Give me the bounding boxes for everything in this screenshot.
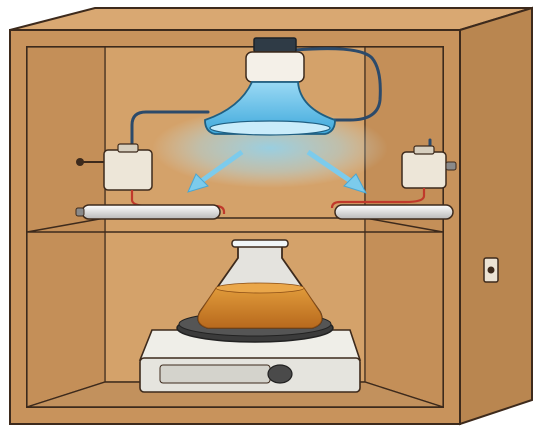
arrow-left: [187, 149, 244, 193]
interior-right-wall: [364, 46, 444, 408]
flask-rim: [231, 239, 289, 248]
arrow-right: [306, 149, 368, 194]
cable-right: [293, 47, 382, 122]
stirrer-knob[interactable]: [267, 364, 293, 384]
cabinet: [9, 6, 533, 426]
cabinet-top: [9, 7, 533, 31]
flask-liquid-surface: [215, 282, 305, 294]
heater-rod-icon: [75, 190, 226, 220]
lamp-bulb: [204, 81, 336, 135]
erlenmeyer-flask-icon: [197, 239, 323, 329]
sensor-box-icon: [76, 143, 153, 191]
lamp-icon: [204, 37, 336, 136]
heater-rod-icon: [330, 188, 454, 220]
flask-liquid: [197, 287, 323, 329]
stirrer-panel: [159, 364, 271, 384]
light-arrows: [187, 149, 368, 194]
cabinet-side: [459, 6, 533, 426]
lamp-socket-top: [253, 37, 297, 53]
latch-icon: [483, 257, 499, 283]
sensor-box-icon: [401, 145, 457, 189]
lamp-lens: [209, 120, 331, 136]
cable-left: [130, 110, 210, 152]
interior-left-wall: [26, 46, 106, 408]
lamp-socket: [245, 51, 305, 83]
